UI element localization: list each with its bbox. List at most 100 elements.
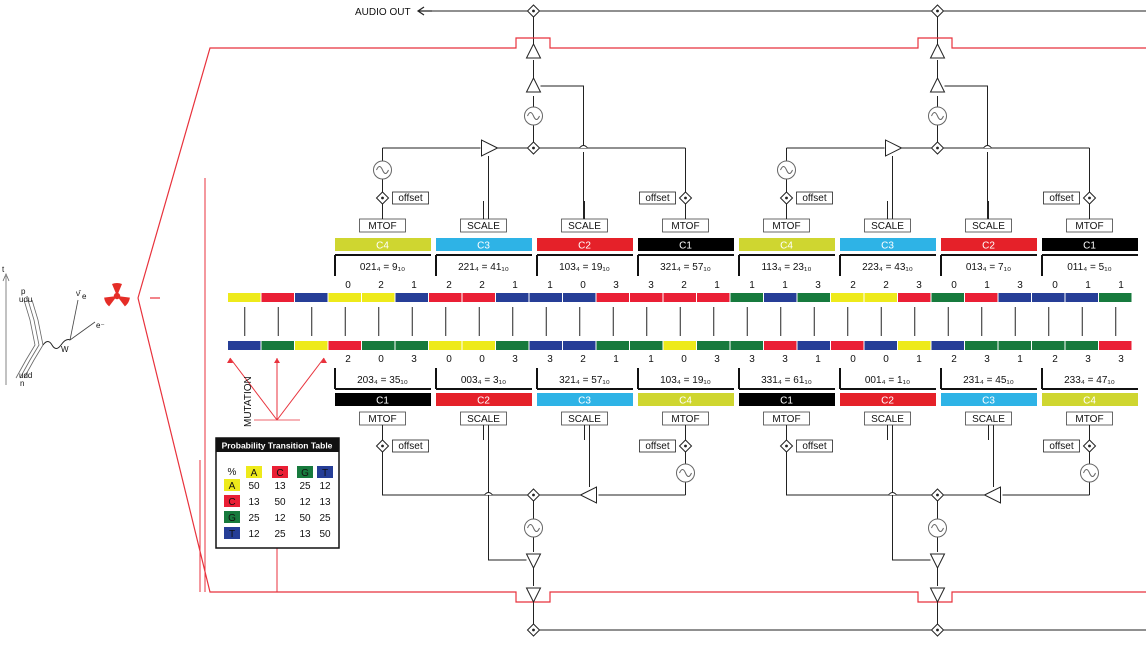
bottom-value-conversion: 003₄ = 3₁₀ bbox=[461, 375, 506, 386]
top-digit: 1 bbox=[1118, 280, 1124, 291]
top-base-C bbox=[462, 293, 495, 302]
amplifier-icon bbox=[481, 139, 499, 157]
bottom-value-conversion: 233₄ = 47₁₀ bbox=[1064, 375, 1115, 386]
top-channel-header bbox=[335, 238, 431, 251]
top-channel-name: C1 bbox=[1083, 241, 1096, 252]
bottom-base-G bbox=[261, 341, 294, 350]
proton-quarks-label: udu bbox=[19, 295, 32, 304]
top-digit: 1 bbox=[411, 280, 417, 291]
bottom-box-label: MTOF bbox=[1075, 414, 1103, 425]
offset-label: offset bbox=[1049, 441, 1073, 452]
oscillator-icon bbox=[928, 106, 947, 126]
top-base-A bbox=[362, 293, 395, 302]
oscillator-icon bbox=[524, 518, 543, 538]
table-cell: 12 bbox=[299, 497, 311, 508]
table-col-label: A bbox=[251, 468, 258, 479]
top-channel-name: C1 bbox=[679, 241, 692, 252]
mixer-icon bbox=[376, 439, 389, 453]
bottom-digit: 0 bbox=[681, 354, 687, 365]
top-base-G bbox=[730, 293, 763, 302]
top-base-A bbox=[228, 293, 261, 302]
top-base-C bbox=[596, 293, 629, 302]
bottom-base-T bbox=[529, 341, 562, 350]
top-digit: 2 bbox=[883, 280, 889, 291]
bottom-channel-header bbox=[1042, 393, 1138, 406]
bottom-base-T bbox=[797, 341, 830, 350]
bottom-digit: 0 bbox=[378, 354, 384, 365]
bottom-value-conversion: 331₄ = 61₁₀ bbox=[761, 375, 812, 386]
amplifier-icon bbox=[525, 42, 542, 59]
offset-label: offset bbox=[398, 193, 422, 204]
top-digit: 1 bbox=[547, 280, 553, 291]
top-value-conversion: 223₄ = 43₁₀ bbox=[862, 262, 913, 273]
bottom-base-A bbox=[898, 341, 931, 350]
bottom-value-conversion: 231₄ = 45₁₀ bbox=[963, 375, 1014, 386]
time-axis-label: t bbox=[2, 265, 5, 274]
amplifier-icon bbox=[929, 587, 946, 604]
table-row-label: G bbox=[228, 513, 236, 524]
bottom-value-conversion: 103₄ = 19₁₀ bbox=[660, 375, 711, 386]
top-base-T bbox=[395, 293, 428, 302]
bottom-channel-name: C2 bbox=[477, 396, 490, 407]
top-channel-name: C4 bbox=[376, 241, 389, 252]
top-channel-header bbox=[1042, 238, 1138, 251]
bottom-digit: 2 bbox=[580, 354, 586, 365]
table-row-label: A bbox=[229, 481, 236, 492]
bottom-base-A bbox=[295, 341, 328, 350]
oscillator-icon bbox=[524, 106, 543, 126]
mixer-icon bbox=[527, 488, 540, 502]
top-base-T bbox=[563, 293, 596, 302]
top-digit: 3 bbox=[1017, 280, 1023, 291]
top-channel-header bbox=[436, 238, 532, 251]
electron-label: e⁻ bbox=[96, 321, 105, 330]
table-cell: 25 bbox=[299, 481, 311, 492]
bottom-value-conversion: 001₄ = 1₁₀ bbox=[865, 375, 910, 386]
top-channel-header bbox=[840, 238, 936, 251]
bottom-channel-header bbox=[537, 393, 633, 406]
bottom-channel-header bbox=[941, 393, 1037, 406]
amplifier-icon bbox=[983, 486, 1001, 504]
bottom-digit: 3 bbox=[749, 354, 755, 365]
top-base-C bbox=[663, 293, 696, 302]
offset-box bbox=[1043, 191, 1080, 205]
table-col-header bbox=[272, 466, 288, 478]
table-cell: 50 bbox=[319, 529, 331, 540]
top-base-A bbox=[831, 293, 864, 302]
bottom-digit: 3 bbox=[1118, 354, 1124, 365]
bottom-base-G bbox=[395, 341, 428, 350]
top-base-C bbox=[965, 293, 998, 302]
top-base-C bbox=[429, 293, 462, 302]
bottom-box-label: SCALE bbox=[972, 414, 1005, 425]
bottom-base-G bbox=[630, 341, 663, 350]
oscillator-icon bbox=[1080, 463, 1099, 483]
bottom-box-label: MTOF bbox=[671, 414, 699, 425]
top-channel-name: C2 bbox=[982, 241, 995, 252]
offset-label: offset bbox=[645, 441, 669, 452]
bottom-digit: 0 bbox=[883, 354, 889, 365]
mixer-icon bbox=[376, 191, 389, 205]
top-digit: 3 bbox=[613, 280, 619, 291]
bottom-channel-name: C3 bbox=[982, 396, 995, 407]
bottom-base-G bbox=[998, 341, 1031, 350]
bottom-digit: 1 bbox=[648, 354, 654, 365]
bottom-box-label: SCALE bbox=[871, 414, 904, 425]
top-digit: 3 bbox=[916, 280, 922, 291]
mixer-icon bbox=[679, 439, 692, 453]
top-base-C bbox=[898, 293, 931, 302]
bottom-box-label: MTOF bbox=[368, 414, 396, 425]
table-cell: 12 bbox=[319, 481, 331, 492]
bottom-box-label: MTOF bbox=[772, 414, 800, 425]
audio-out-arrow bbox=[416, 6, 432, 16]
top-digit: 3 bbox=[815, 280, 821, 291]
bottom-digit: 2 bbox=[951, 354, 957, 365]
table-col-header bbox=[317, 466, 333, 478]
top-value-conversion: 011₄ = 5₁₀ bbox=[1067, 262, 1112, 273]
top-base-A bbox=[864, 293, 897, 302]
offset-box bbox=[639, 439, 676, 453]
table-cell: 50 bbox=[248, 481, 260, 492]
top-digit: 0 bbox=[345, 280, 351, 291]
mixer-icon bbox=[679, 191, 692, 205]
amplifier-icon bbox=[929, 76, 946, 93]
bottom-base-T bbox=[228, 341, 261, 350]
bottom-digit: 3 bbox=[411, 354, 417, 365]
